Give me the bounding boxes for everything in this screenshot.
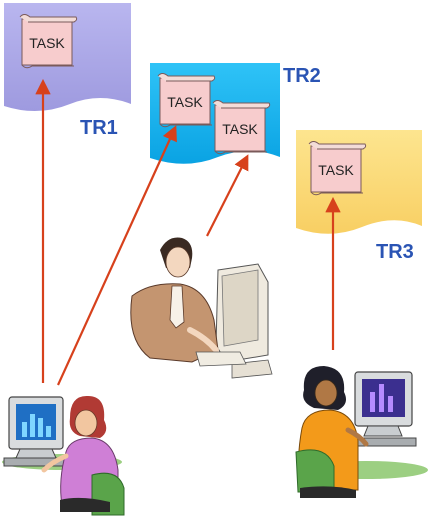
arrows — [35, 78, 341, 386]
repository-tr2: TASK TASK TR2 — [150, 63, 321, 164]
woman-at-computer-icon — [295, 366, 428, 498]
task-scroll: TASK — [212, 100, 271, 155]
task-scroll: TASK — [19, 14, 78, 69]
arrow-man-to-tr2 — [206, 154, 249, 237]
man-at-computer-icon — [130, 237, 273, 379]
task-label: TASK — [318, 162, 354, 178]
arrow-woman-left-to-tr2 — [56, 125, 177, 386]
repository-tr1-label: TR1 — [80, 117, 118, 139]
repository-tr3-label: TR3 — [376, 241, 414, 263]
task-label: TASK — [222, 121, 258, 137]
task-scroll: TASK — [308, 141, 367, 196]
task-label: TASK — [29, 35, 65, 51]
repository-tr3: TASK TR3 — [296, 130, 422, 263]
woman-at-computer-icon — [2, 395, 125, 516]
task-label: TASK — [167, 94, 203, 110]
repository-tr2-label: TR2 — [283, 65, 321, 87]
repository-tr1: TASK TR1 — [4, 3, 131, 139]
task-scroll: TASK — [157, 73, 216, 128]
